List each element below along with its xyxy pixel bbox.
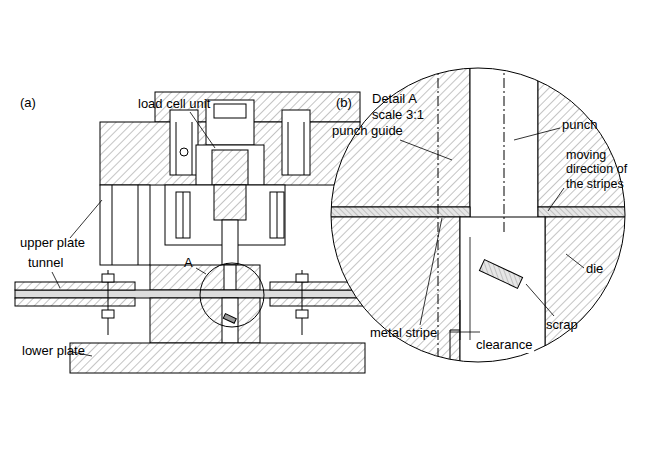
part-label: scrap [546, 318, 578, 333]
tool-section [15, 92, 365, 373]
detail-scale: scale 3:1 [372, 108, 424, 123]
detail-section [325, 60, 635, 382]
detail-circle [331, 68, 625, 362]
part-label: punch guide [332, 124, 403, 139]
part-label: die [586, 262, 603, 277]
part-label: moving direction of the stripes [566, 148, 642, 191]
panel-letter: (a) [20, 96, 36, 111]
dimension-label: clearance [474, 338, 534, 353]
part-label: punch [562, 118, 597, 133]
section-letter: A [184, 256, 193, 271]
part-label: metal stripe [370, 326, 437, 341]
part-label: lower plate [22, 344, 85, 359]
part-label: load cell unit [138, 97, 210, 112]
detail-title: Detail A [372, 92, 417, 107]
panel-letter: (b) [336, 96, 352, 111]
part-label: upper plate [20, 236, 85, 251]
leader-lines [52, 112, 584, 356]
part-label: tunnel [28, 256, 63, 271]
